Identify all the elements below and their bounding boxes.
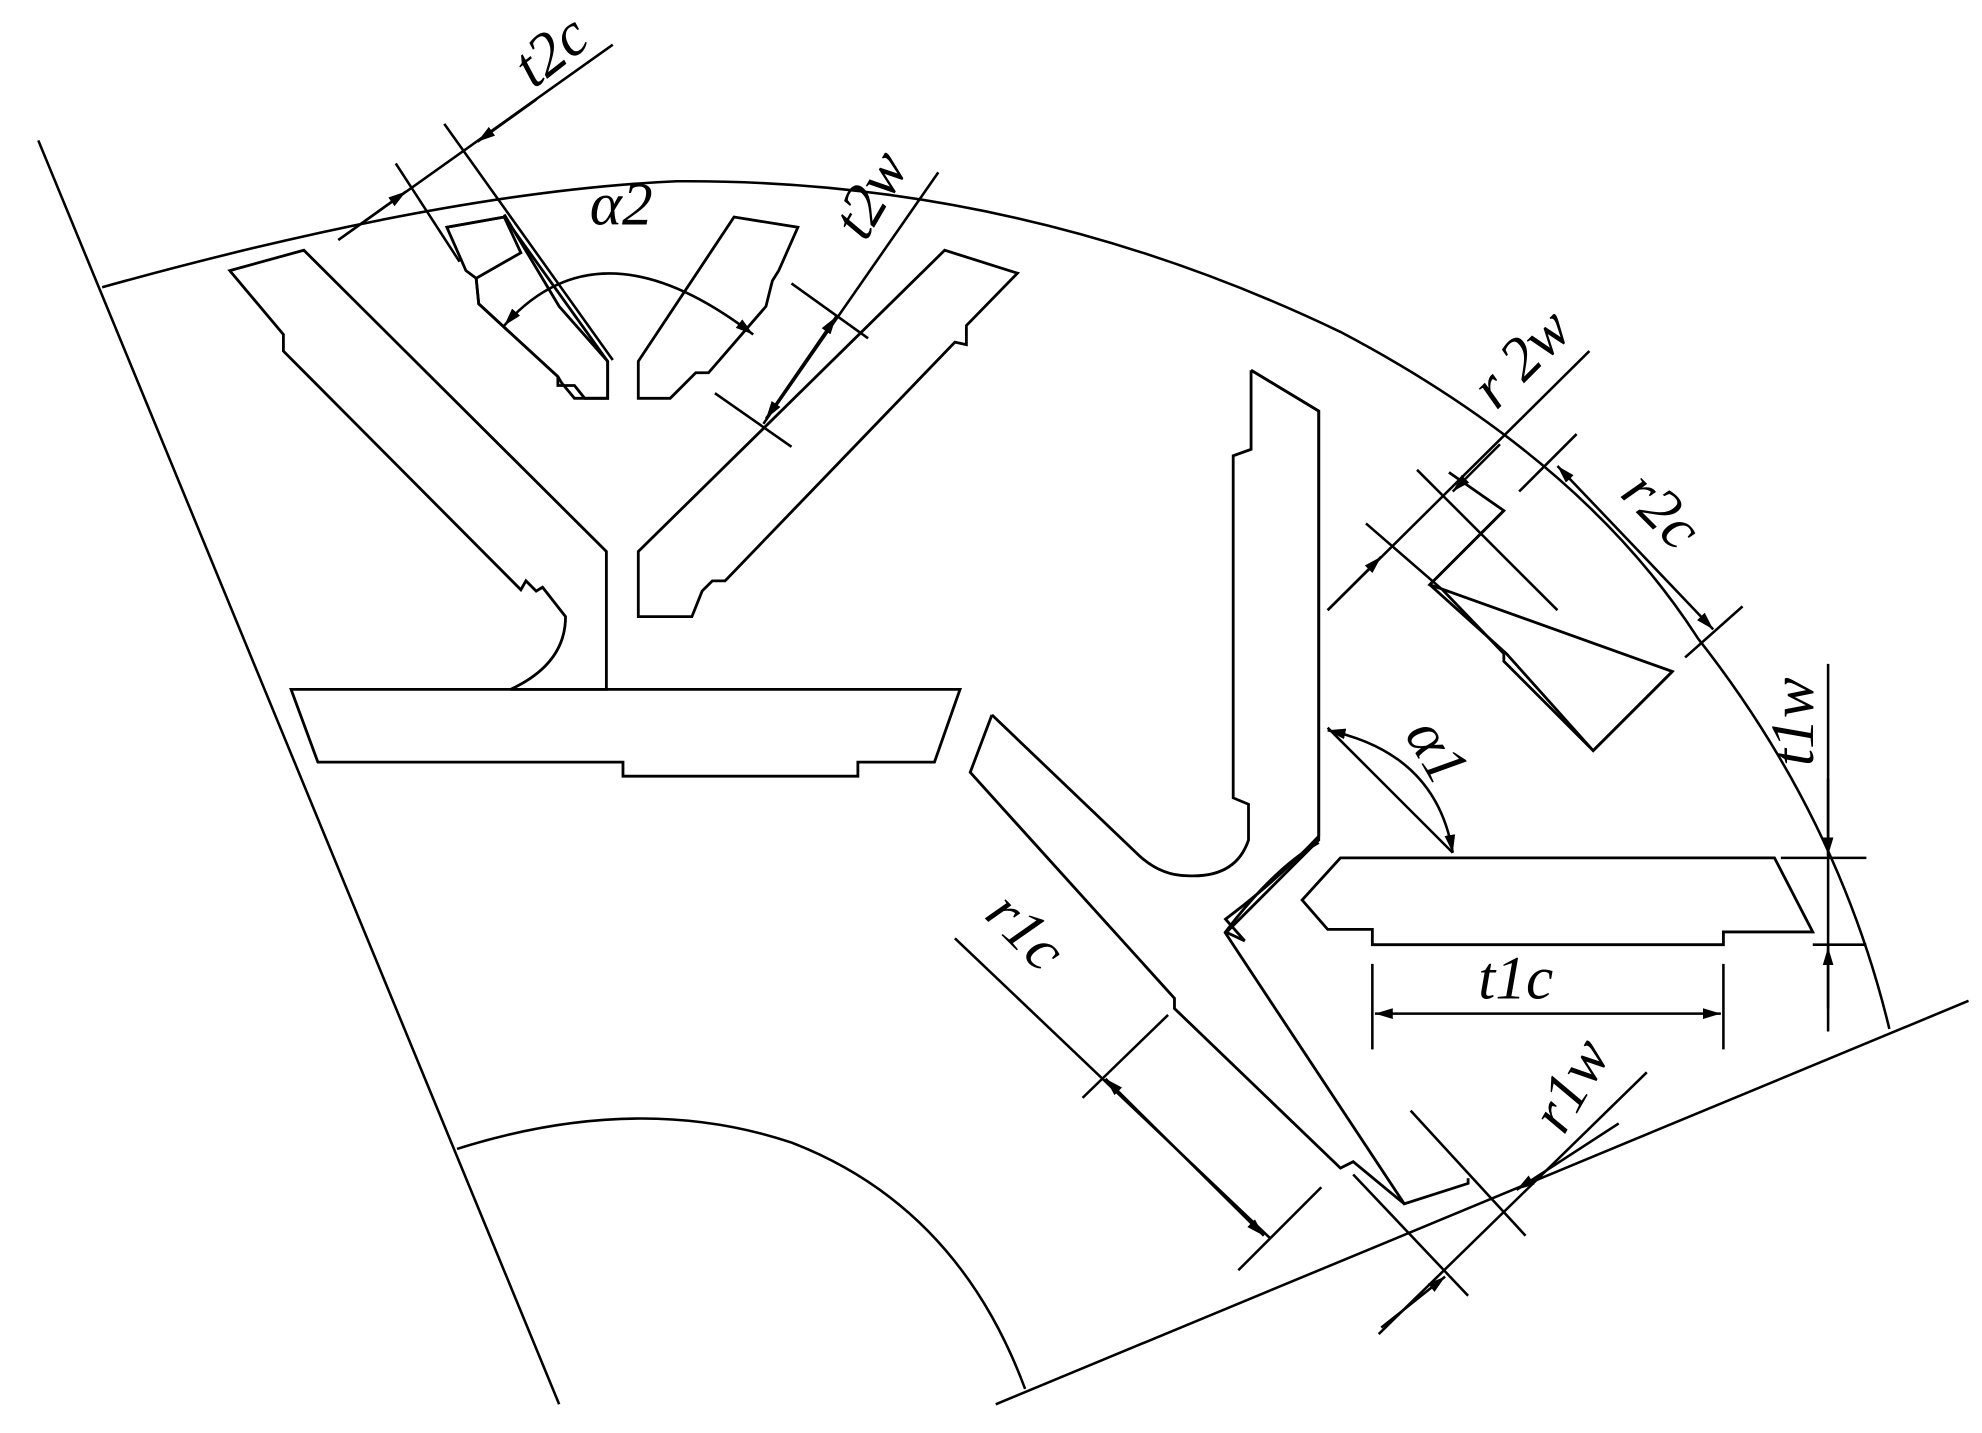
sector-right-edge — [995, 999, 1970, 1406]
dim-t2c-arrow-a — [337, 190, 407, 242]
small-pocket-right-outline — [636, 215, 800, 400]
sector-left-edge — [37, 139, 561, 1405]
flux-barrier-vertical-main — [1223, 369, 1470, 1206]
flux-barrier-vertical-inner — [1135, 370, 1253, 878]
label-t2c: t2c — [500, 1, 601, 101]
small-pocket-left-outline — [444, 215, 610, 400]
dim-r1c-line — [1104, 1077, 1265, 1237]
dim-alpha1-arc — [1327, 728, 1456, 853]
flux-barrier-right-wing — [636, 248, 1021, 619]
dim-r2c-line — [1556, 465, 1715, 631]
dim-r2w-arrow-a — [1451, 443, 1501, 493]
label-r1w: r1w — [1517, 1026, 1624, 1143]
flux-barrier-upper-right-shape — [1428, 509, 1674, 753]
dim-alpha2-arc — [503, 272, 754, 336]
label-t1c: t1c — [1478, 944, 1553, 1012]
dim-r2w-arrow-b — [1326, 555, 1383, 612]
label-t2w: t2w — [819, 139, 922, 250]
flux-barrier-bottom-bar — [289, 687, 962, 778]
dimension-arrows — [337, 98, 1834, 1329]
outer-rotor-arc — [101, 179, 1891, 1030]
flux-barrier-left-wing — [227, 248, 608, 691]
flux-barrier-horizontal — [1300, 856, 1816, 947]
dim-t2c-arrow-b — [476, 98, 537, 143]
label-r2w: r 2w — [1458, 295, 1584, 421]
dim-r1w-arrow-b — [1380, 1275, 1446, 1329]
label-r1c: r1c — [973, 878, 1079, 984]
dim-r1w-arrow-a — [1515, 1122, 1620, 1191]
label-alpha2: α2 — [590, 171, 653, 239]
label-r2c: r2c — [1609, 457, 1715, 563]
label-alpha1: α1 — [1392, 707, 1482, 795]
dim-t2w-line — [764, 315, 838, 420]
flux-barrier-vertical — [1223, 369, 1321, 943]
label-t1w: t1w — [1759, 677, 1827, 766]
flux-barrier-diagonal — [968, 713, 1406, 1205]
shaft-arc — [456, 1117, 1027, 1390]
